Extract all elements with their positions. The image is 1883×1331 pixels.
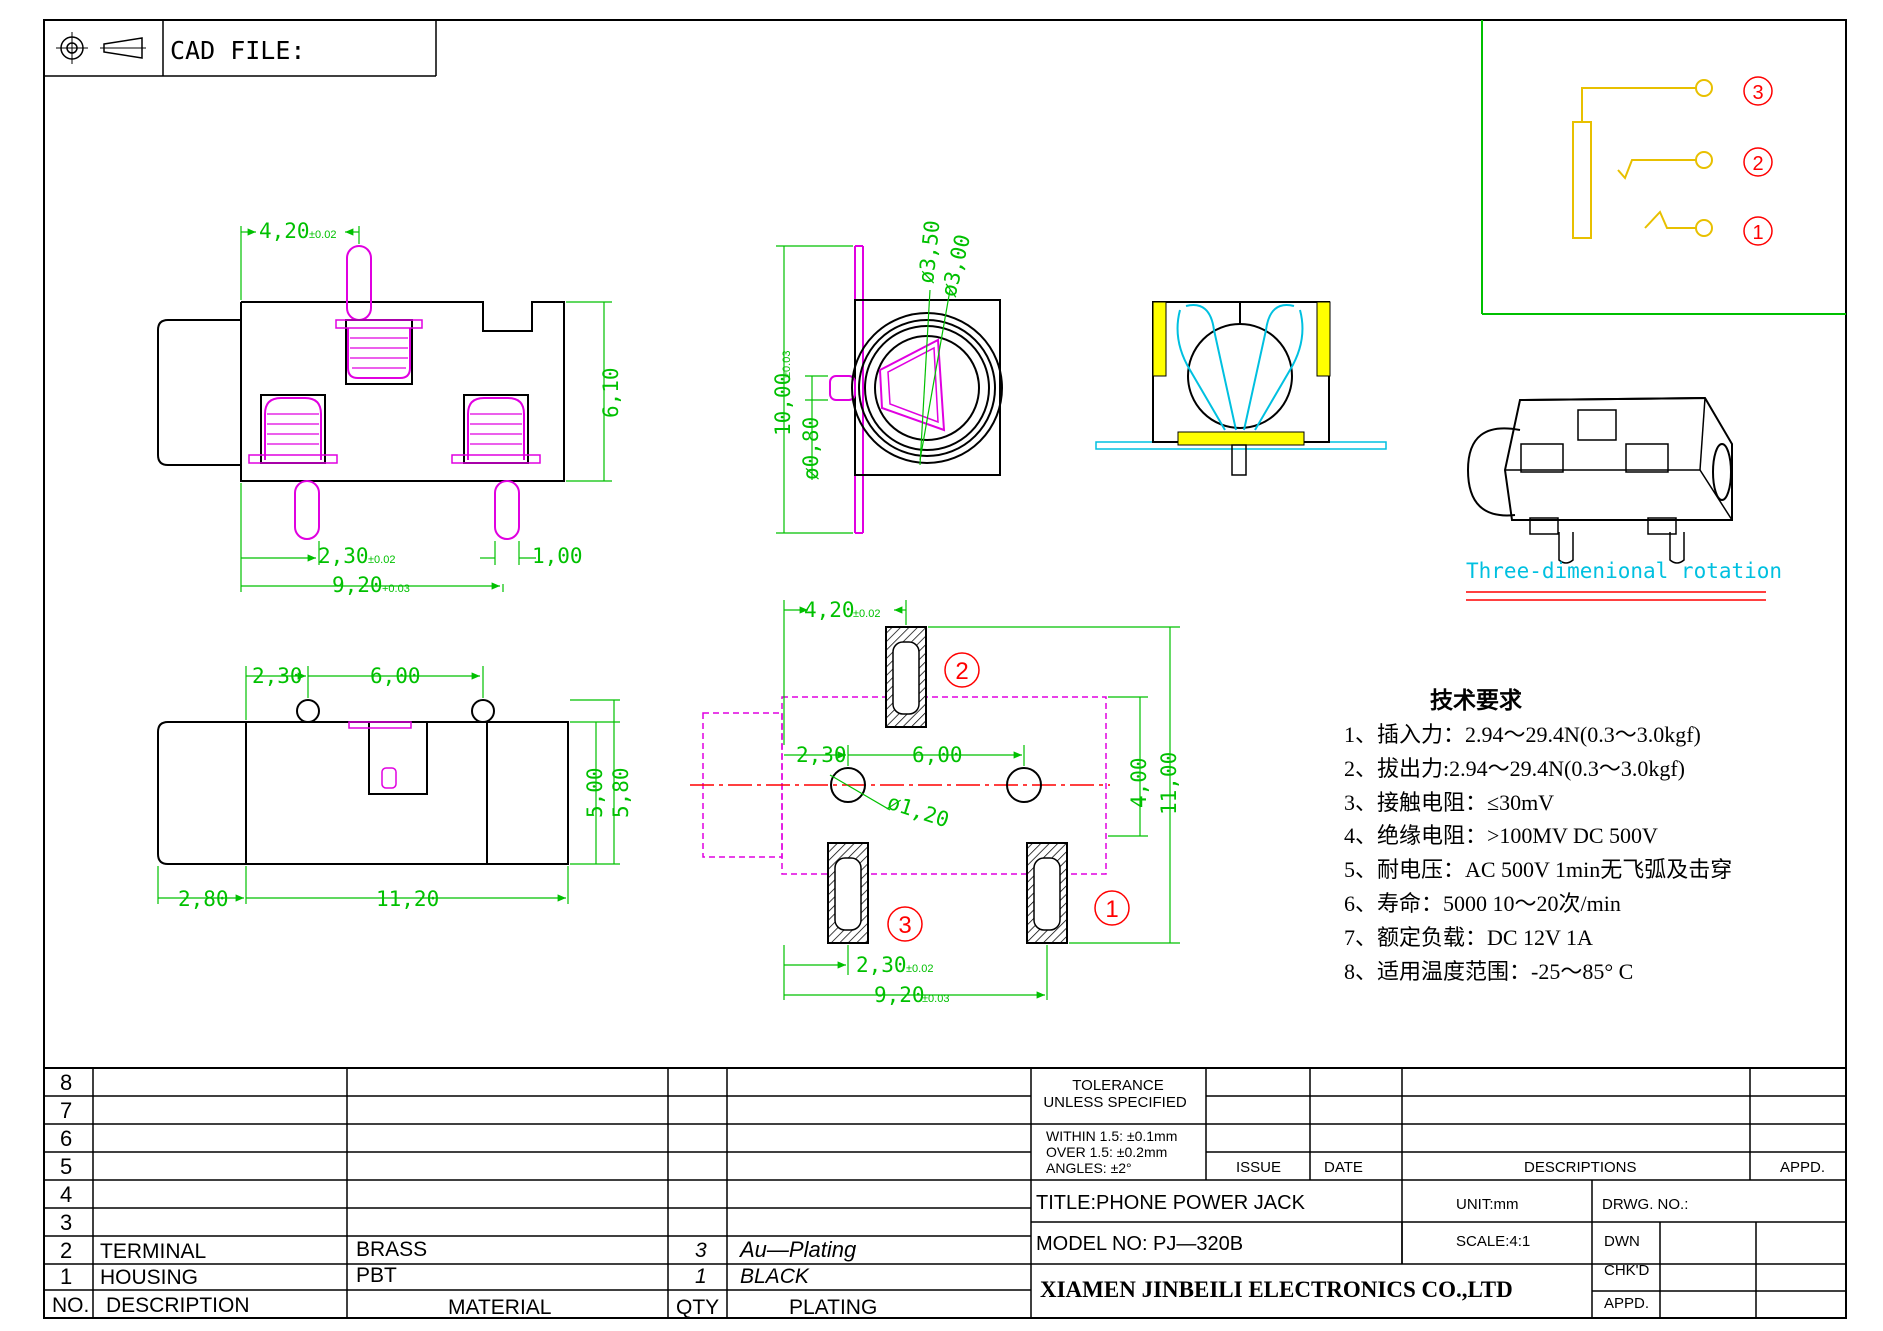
scale-label: SCALE:4:1 xyxy=(1456,1233,1530,1250)
bom-row-1: 1 xyxy=(60,1264,72,1289)
dim-front-d1: ø3,50 xyxy=(914,219,944,284)
bom-header-plating: PLATING xyxy=(789,1296,877,1319)
front-view: 10,00 ±0.03 ø0,80 ø3,50 ø3,00 xyxy=(771,219,1003,534)
dim-bottom-pitch2: 6,00 xyxy=(370,664,421,688)
company-name: XIAMEN JINBEILI ELECTRONICS CO.,LTD xyxy=(1040,1277,1513,1302)
rev-descriptions-header: DESCRIPTIONS xyxy=(1524,1159,1637,1176)
requirement-4: 4、绝缘电阻：>100MV DC 500V xyxy=(1344,823,1658,848)
dim-bottom-w2: 11,20 xyxy=(376,887,439,911)
dim-side-top-width-tol: ±0.02 xyxy=(309,229,336,241)
dim-pcb-hole: ø1,20 xyxy=(884,790,952,832)
bom-row-7: 7 xyxy=(60,1098,72,1123)
bom-housing-material: PBT xyxy=(356,1264,397,1287)
dim-bottom-h2: 5,80 xyxy=(609,767,633,818)
tolerance-angles: ANGLES: ±2° xyxy=(1046,1160,1132,1176)
schematic-pin-1: 1 xyxy=(1752,222,1763,244)
rev-date-header: DATE xyxy=(1324,1159,1363,1176)
requirement-7: 7、额定负载：DC 12V 1A xyxy=(1344,925,1593,950)
bom-terminal-qty: 3 xyxy=(695,1239,707,1262)
dim-bottom-pitch1: 2,30 xyxy=(252,664,303,688)
section-view xyxy=(1095,301,1387,476)
iso-view: Three-dimenional rotation xyxy=(1466,396,1782,601)
requirement-2: 2、拔出力:2.94～29.4N(0.3～3.0kgf) xyxy=(1344,756,1685,781)
cad-file-label: CAD FILE: xyxy=(170,36,305,65)
bom-housing-qty: 1 xyxy=(695,1265,707,1288)
bom-table: 8 7 6 5 4 3 2 1 TERMINAL BRASS 3 Au—Plat… xyxy=(44,1067,1846,1319)
dwn-label: DWN xyxy=(1604,1233,1640,1250)
dim-pcb-pitch2: 6,00 xyxy=(912,743,963,767)
bom-header-no: NO. xyxy=(52,1294,89,1317)
rev-appd-header: APPD. xyxy=(1780,1159,1825,1176)
bom-row-5: 5 xyxy=(60,1154,72,1179)
dim-bottom-w1: 2,80 xyxy=(178,887,229,911)
dim-pcb-pitch1: 2,30 xyxy=(796,743,847,767)
dim-side-total: 9,20 xyxy=(332,573,383,597)
dim-front-height: 10,00 xyxy=(771,373,795,436)
rev-issue-header: ISSUE xyxy=(1236,1159,1281,1176)
sheet-border xyxy=(43,19,1847,1319)
bom-header-description: DESCRIPTION xyxy=(106,1294,250,1317)
side-view: 4,20 ±0.02 6,10 2,30 ±0.02 1,00 9,20 +0.… xyxy=(157,219,623,597)
bom-header-qty: QTY xyxy=(676,1296,719,1319)
cad-header: CAD FILE: xyxy=(44,20,437,77)
chkd-label: CHK'D xyxy=(1604,1262,1650,1279)
bom-terminal-material: BRASS xyxy=(356,1238,427,1261)
requirements-title: 技术要求 xyxy=(1430,688,1522,713)
tolerance-title: TOLERANCE xyxy=(1072,1077,1163,1094)
requirement-5: 5、耐电压：AC 500V 1min无飞弧及击穿 xyxy=(1344,857,1732,882)
dim-pcb-bottom2: 9,20 xyxy=(874,983,925,1007)
bom-row-8: 8 xyxy=(60,1070,72,1095)
tolerance-over: OVER 1.5: ±0.2mm xyxy=(1046,1144,1167,1160)
pcb-pin-2: 2 xyxy=(955,658,968,685)
pcb-layout: 2 3 1 4,20 ±0.02 2,3 xyxy=(690,598,1181,1007)
bom-row-3: 3 xyxy=(60,1210,72,1235)
dim-pcb-bottom1-tol: ±0.02 xyxy=(906,963,933,975)
bom-terminal-plating: Au—Plating xyxy=(738,1237,857,1262)
tolerance-within: WITHIN 1.5: ±0.1mm xyxy=(1046,1128,1177,1144)
dim-bottom-h1: 5,00 xyxy=(583,767,607,818)
schematic-pin-2: 2 xyxy=(1752,153,1763,175)
dim-pcb-h2: 11,00 xyxy=(1157,752,1181,815)
bom-housing-description: HOUSING xyxy=(100,1266,198,1289)
dim-side-height: 6,10 xyxy=(599,367,623,418)
bom-terminal-description: TERMINAL xyxy=(100,1240,206,1263)
title-block: TOLERANCE UNLESS SPECIFIED WITHIN 1.5: ±… xyxy=(1031,1068,1846,1318)
dim-pcb-top-tol: ±0.02 xyxy=(853,608,880,620)
dim-side-total-tol: +0.03 xyxy=(382,583,410,595)
projection-symbol-icon xyxy=(56,32,146,64)
dim-pcb-bottom1: 2,30 xyxy=(856,953,907,977)
drawing-title: TITLE:PHONE POWER JACK xyxy=(1036,1192,1306,1214)
bom-row-2: 2 xyxy=(60,1238,72,1263)
dim-front-pin: ø0,80 xyxy=(799,417,823,480)
dim-pcb-bottom2-tol: ±0.03 xyxy=(922,993,949,1005)
requirement-1: 1、插入力：2.94～29.4N(0.3～3.0kgf) xyxy=(1344,722,1701,747)
bom-header-material: MATERIAL xyxy=(448,1296,551,1319)
model-number: MODEL NO: PJ—320B xyxy=(1036,1233,1243,1255)
dim-pcb-top: 4,20 xyxy=(804,598,855,622)
dim-side-top-width: 4,20 xyxy=(259,219,310,243)
bom-row-4: 4 xyxy=(60,1182,72,1207)
pcb-pin-3: 3 xyxy=(898,912,911,939)
schematic-pin-3: 3 xyxy=(1752,82,1763,104)
schematic-symbol: 3 2 1 xyxy=(1481,20,1846,315)
tolerance-sub: UNLESS SPECIFIED xyxy=(1043,1094,1187,1111)
dim-front-height-tol: ±0.03 xyxy=(781,351,793,378)
pcb-pin-1: 1 xyxy=(1105,896,1118,923)
drwg-no-label: DRWG. NO.: xyxy=(1602,1196,1688,1213)
dim-pcb-h1: 4,00 xyxy=(1127,757,1151,808)
bottom-view: 2,30 6,00 5,00 5,80 2,80 11,20 xyxy=(157,664,633,911)
requirements: 技术要求 1、插入力：2.94～29.4N(0.3～3.0kgf) 2、拔出力:… xyxy=(1344,688,1732,984)
requirement-8: 8、适用温度范围：-25～85° C xyxy=(1344,959,1633,984)
appd-label: APPD. xyxy=(1604,1295,1649,1312)
requirement-3: 3、接触电阻：≤30mV xyxy=(1344,790,1554,815)
bom-row-6: 6 xyxy=(60,1126,72,1151)
dim-side-pin-offset: 1,00 xyxy=(532,544,583,568)
bom-housing-plating: BLACK xyxy=(740,1265,810,1288)
unit-label: UNIT:mm xyxy=(1456,1196,1519,1213)
dim-side-pin-pitch-tol: ±0.02 xyxy=(368,554,395,566)
requirement-6: 6、寿命：5000 10～20次/min xyxy=(1344,891,1621,916)
dim-side-pin-pitch: 2,30 xyxy=(318,544,369,568)
rotation-label: Three-dimenional rotation xyxy=(1466,559,1782,583)
